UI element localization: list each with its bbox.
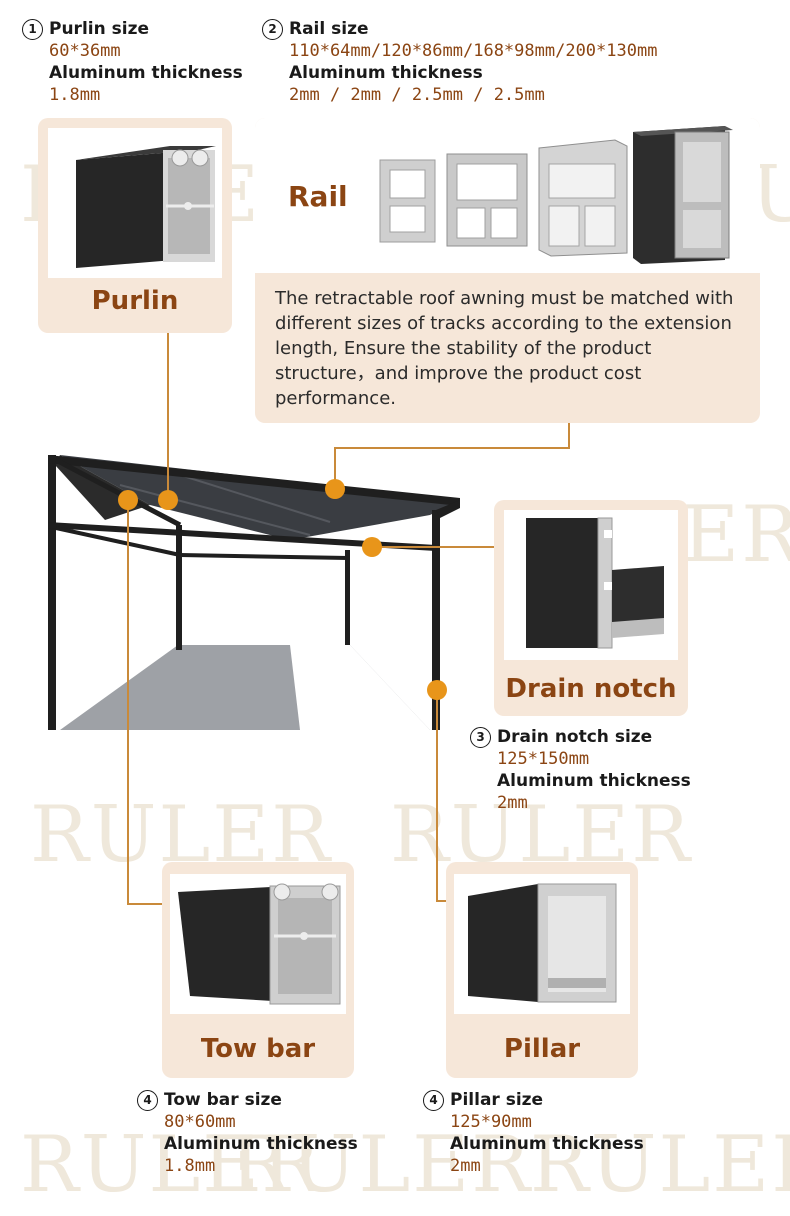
pillar-image <box>454 874 630 1014</box>
spec-thickness-label: Aluminum thickness <box>497 771 691 791</box>
connector-rail <box>335 447 570 449</box>
drain-notch-card: Drain notch <box>494 500 688 716</box>
connector-towbar <box>127 500 129 905</box>
rail-image-label: Rail <box>288 180 348 213</box>
rail-profiles-icon <box>379 126 733 264</box>
spec-size: 80*60mm <box>164 1112 236 1132</box>
spec-thickness: 2mm <box>450 1156 481 1176</box>
marker-dot <box>118 490 138 510</box>
pillar-card-label: Pillar <box>503 1034 581 1064</box>
connector-rail <box>334 447 336 489</box>
spec-size: 60*36mm <box>49 41 121 61</box>
spec-title: Drain notch size <box>497 727 653 747</box>
spec-number: 2 <box>262 19 283 40</box>
tow-bar-spec: 4 Tow bar size 80*60mm Aluminum thickness… <box>137 1089 358 1177</box>
spec-thickness: 1.8mm <box>49 85 101 105</box>
watermark: RULER <box>230 1120 532 1210</box>
connector-towbar <box>127 903 162 905</box>
pillar-profile-icon <box>468 883 617 1003</box>
watermark: RULER <box>20 1120 322 1210</box>
spec-size: 125*90mm <box>450 1112 532 1132</box>
tow-bar-profile-icon <box>178 883 341 1005</box>
purlin-card-label: Purlin <box>91 286 179 316</box>
spec-title: Purlin size <box>49 19 149 39</box>
spec-thickness-label: Aluminum thickness <box>450 1134 644 1154</box>
spec-title: Pillar size <box>450 1090 544 1110</box>
pergola-illustration <box>48 455 460 730</box>
spec-size: 110*64mm/120*86mm/168*98mm/200*130mm <box>289 41 658 61</box>
pillar-spec: 4 Pillar size 125*90mm Aluminum thickness… <box>423 1089 644 1177</box>
connector-pillar <box>436 690 438 902</box>
spec-thickness: 2mm / 2mm / 2.5mm / 2.5mm <box>289 85 545 105</box>
connector-drain <box>372 546 494 548</box>
watermark: RULER <box>530 1120 790 1210</box>
spec-thickness: 2mm <box>497 793 528 813</box>
drain-notch-profile-icon <box>526 517 664 649</box>
spec-thickness-label: Aluminum thickness <box>164 1134 358 1154</box>
drain-notch-card-label: Drain notch <box>505 674 677 704</box>
connector-pillar <box>436 900 446 902</box>
tow-bar-image <box>170 874 346 1014</box>
tow-bar-card-label: Tow bar <box>200 1034 316 1064</box>
rail-description: The retractable roof awning must be matc… <box>275 288 734 409</box>
spec-size: 125*150mm <box>497 749 590 769</box>
rail-card: Rail The retractable roof awning must be… <box>255 118 760 423</box>
spec-thickness-label: Aluminum thickness <box>49 63 243 83</box>
spec-thickness: 1.8mm <box>164 1156 216 1176</box>
pillar-card: Pillar <box>446 862 638 1078</box>
spec-number: 1 <box>22 19 43 40</box>
spec-number: 3 <box>470 727 491 748</box>
rail-image: Rail <box>255 118 760 273</box>
spec-number: 4 <box>423 1090 444 1111</box>
drain-notch-spec: 3 Drain notch size 125*150mm Aluminum thi… <box>470 726 691 814</box>
tow-bar-card: Tow bar <box>162 862 354 1078</box>
drain-notch-image <box>504 510 678 660</box>
spec-thickness-label: Aluminum thickness <box>289 63 483 83</box>
connector-rail <box>568 423 570 449</box>
spec-number: 4 <box>137 1090 158 1111</box>
purlin-image <box>48 128 222 278</box>
connector-purlin <box>167 333 169 498</box>
spec-title: Rail size <box>289 19 369 39</box>
marker-dot <box>325 479 345 499</box>
rail-spec: 2 Rail size 110*64mm/120*86mm/168*98mm/20… <box>262 18 657 106</box>
spec-title: Tow bar size <box>164 1090 282 1110</box>
marker-dot <box>362 537 382 557</box>
purlin-profile-icon <box>76 146 216 268</box>
marker-dot <box>427 680 447 700</box>
purlin-card: Purlin <box>38 118 232 333</box>
marker-dot <box>158 490 178 510</box>
